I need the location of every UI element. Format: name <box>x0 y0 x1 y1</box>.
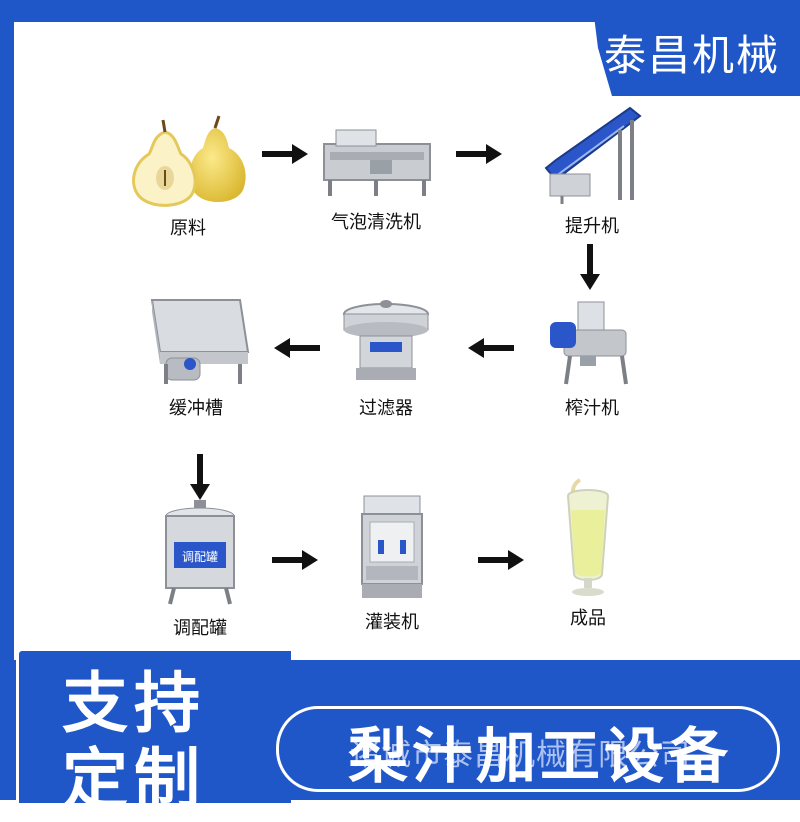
poster-title: 梨汁加工设备 <box>348 722 732 792</box>
step-mixing-tank: 调配罐 调配罐 <box>130 500 270 640</box>
title-pill <box>276 706 780 792</box>
step-label: 原料 <box>170 218 206 239</box>
brand-tab <box>592 0 800 96</box>
arrow-down-icon <box>580 244 600 290</box>
step-raw-material: 原料 <box>118 112 258 240</box>
arrow-right-icon <box>272 550 318 570</box>
arrow-right-icon <box>456 144 502 164</box>
slogan-line-1: 支持 <box>62 665 206 742</box>
arrow-right-icon <box>262 144 308 164</box>
step-label: 气泡清洗机 <box>331 212 421 233</box>
step-label: 过滤器 <box>359 398 413 419</box>
juice-glass-icon <box>566 478 610 596</box>
step-elevator: 提升机 <box>522 104 662 238</box>
step-juicer: 榨汁机 <box>522 296 662 420</box>
arrow-left-icon <box>274 338 320 358</box>
slogan-box <box>16 648 291 803</box>
juicer-icon <box>550 301 628 385</box>
step-label: 成品 <box>570 608 606 629</box>
step-label: 榨汁机 <box>565 398 619 419</box>
buffer-tank-icon <box>150 299 250 384</box>
step-label: 缓冲槽 <box>169 398 223 419</box>
pear-icon <box>132 115 246 207</box>
brand-name: 泰昌机械 <box>603 31 780 80</box>
slogan-line-2: 定制 <box>62 741 206 818</box>
step-label: 调配罐 <box>173 618 227 639</box>
arrow-down-icon <box>190 454 210 500</box>
step-label: 灌装机 <box>365 612 419 633</box>
step-filter: 过滤器 <box>316 292 456 420</box>
filter-icon <box>343 300 429 380</box>
mixing-tank-icon: 调配罐 <box>165 500 235 605</box>
step-filling-machine: 灌装机 <box>322 492 462 634</box>
company-watermark: 诸城市泰昌机械有限公司 <box>350 738 691 773</box>
filling-machine-icon <box>361 495 423 598</box>
arrow-left-icon <box>468 338 514 358</box>
left-border <box>0 0 14 800</box>
step-bubble-washer: 气泡清洗机 <box>306 122 446 234</box>
step-finished-product: 成品 <box>518 474 658 630</box>
elevator-icon <box>544 106 642 204</box>
tank-label: 调配罐 <box>182 550 218 564</box>
step-label: 提升机 <box>565 216 619 237</box>
bubble-washer-icon <box>323 129 431 196</box>
step-buffer-tank: 缓冲槽 <box>126 292 266 420</box>
poster: 泰昌机械 原料 气泡清洗 <box>0 0 800 803</box>
arrow-right-icon <box>478 550 524 570</box>
